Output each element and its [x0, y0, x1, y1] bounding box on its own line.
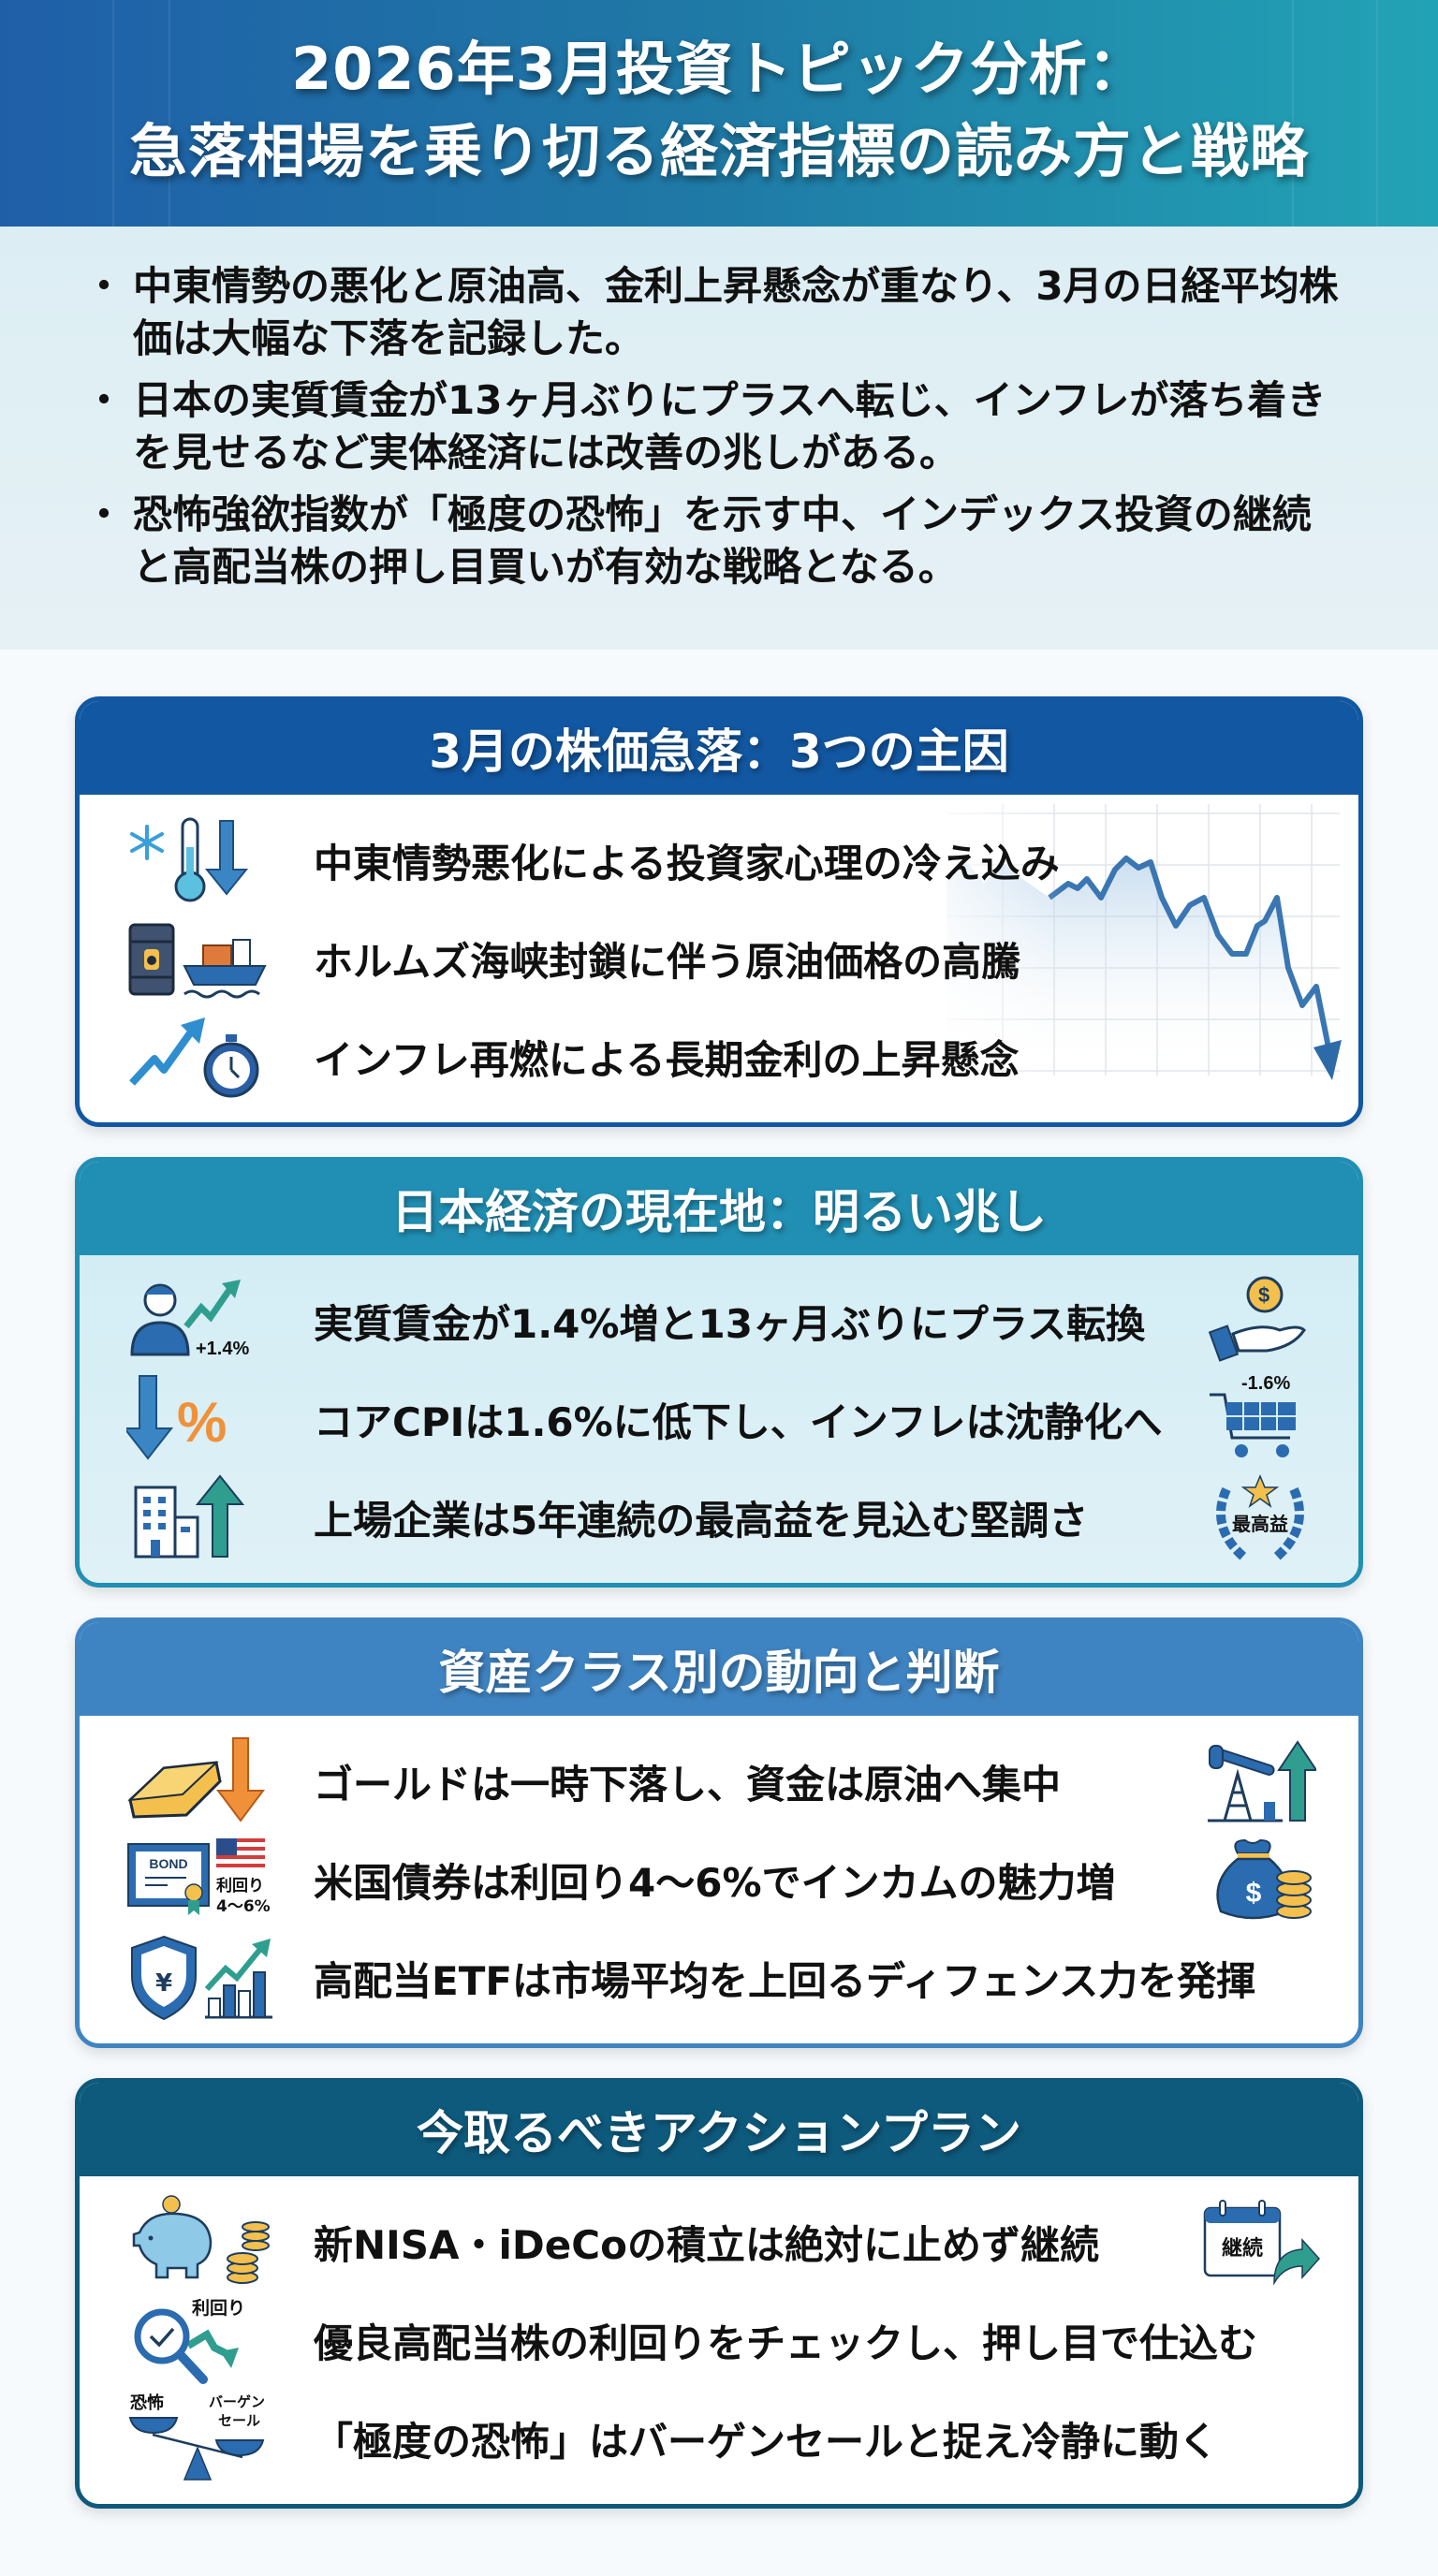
- section-title: 日本経済の現在地：明るい兆し: [391, 1185, 1047, 1239]
- svg-text:4～6%: 4～6%: [216, 1897, 271, 1916]
- worker-rising-arrow-icon: +1.4%: [126, 1274, 276, 1368]
- item-text: ゴールドは一時下落し、資金は原油へ集中: [314, 1761, 1062, 1808]
- fear-bargain-scale-icon: 恐怖 バーゲン セール: [126, 2392, 276, 2485]
- section-card-action-plan: 今取るべきアクションプラン 新NISA・iDeCoの積立は絶対に止めず継続 継続: [75, 2078, 1363, 2509]
- list-item: ¥ 高配当ETFは市場平均を上回るディフェンス力を発揮: [80, 1931, 1358, 2025]
- money-bag-coins-icon: $: [1199, 1833, 1321, 1926]
- item-text: 中東情勢悪化による投資家心理の冷え込み: [314, 840, 1060, 886]
- magnifier-check-yield-icon: 利回り: [126, 2293, 276, 2387]
- item-text: インフレ再燃による長期金利の上昇懸念: [314, 1036, 1020, 1083]
- item-text: 「極度の恐怖」はバーゲンセールと捉え冷静に動く: [314, 2418, 1219, 2465]
- svg-text:バーゲン: バーゲン: [209, 2393, 265, 2410]
- item-text: コアCPIは1.6%に低下し、インフレは沈静化へ: [314, 1398, 1163, 1445]
- section-title: 3月の株価急落：3つの主因: [429, 724, 1009, 779]
- section-header: 3月の株価急落：3つの主因: [80, 701, 1358, 795]
- list-item: インフレ再燃による長期金利の上昇懸念: [80, 1010, 1358, 1104]
- section-body: +1.4% 実質賃金が1.4%増と13ヶ月ぶりにプラス転換 $ %: [80, 1255, 1358, 1583]
- svg-text:BOND: BOND: [149, 1856, 187, 1871]
- item-text: 高配当ETFは市場平均を上回るディフェンス力を発揮: [314, 1957, 1256, 2004]
- list-item: 上場企業は5年連続の最高益を見込む堅調さ 最高益: [80, 1471, 1358, 1564]
- svg-text:利回り: 利回り: [216, 1876, 264, 1895]
- item-text: 優良高配当株の利回りをチェックし、押し目で仕込む: [314, 2320, 1258, 2366]
- section-body: 中東情勢悪化による投資家心理の冷え込み ホルムズ海峡封鎖に伴う原油価格の高騰: [80, 795, 1358, 1122]
- calendar-continue-icon: 継続: [1199, 2195, 1321, 2289]
- svg-text:最高益: 最高益: [1232, 1513, 1288, 1535]
- oil-barrel-tanker-icon: [126, 912, 276, 1005]
- oil-pump-up-arrow-icon: [1199, 1734, 1321, 1828]
- rising-arrow-stopwatch-icon: [126, 1010, 276, 1104]
- item-text: 米国債券は利回り4～6%でインカムの魅力増: [314, 1859, 1116, 1906]
- item-text: 実質賃金が1.4%増と13ヶ月ぶりにプラス転換: [314, 1300, 1146, 1347]
- title-line-1: 2026年3月投資トピック分析：: [291, 35, 1147, 103]
- falling-stock-chart-icon: [909, 795, 1349, 1104]
- section-header: 今取るべきアクションプラン: [80, 2083, 1358, 2176]
- section-title: 資産クラス別の動向と判断: [438, 1646, 1000, 1700]
- building-up-arrow-icon: [126, 1471, 276, 1564]
- summary-list: 中東情勢の悪化と原油高、金利上昇懸念が重なり、3月の日経平均株価は大幅な下落を記…: [84, 260, 1341, 603]
- list-item: 新NISA・iDeCoの積立は絶対に止めず継続 継続: [80, 2195, 1358, 2289]
- yen-shield-bar-chart-icon: ¥: [126, 1931, 276, 2025]
- title-banner: 2026年3月投資トピック分析： 急落相場を乗り切る経済指標の読み方と戦略: [0, 0, 1438, 227]
- page-title: 2026年3月投資トピック分析： 急落相場を乗り切る経済指標の読み方と戦略: [0, 28, 1438, 193]
- summary-bullet: 中東情勢の悪化と原油高、金利上昇懸念が重なり、3月の日経平均株価は大幅な下落を記…: [84, 260, 1341, 365]
- section-card-causes: 3月の株価急落：3つの主因: [75, 696, 1363, 1127]
- list-item: 利回り 優良高配当株の利回りをチェックし、押し目で仕込む: [80, 2293, 1358, 2387]
- svg-text:-1.6%: -1.6%: [1241, 1373, 1290, 1394]
- section-body: 新NISA・iDeCoの積立は絶対に止めず継続 継続 利回り: [80, 2176, 1358, 2504]
- item-text: 上場企業は5年連続の最高益を見込む堅調さ: [314, 1497, 1089, 1544]
- svg-text:+1.4%: +1.4%: [196, 1339, 249, 1359]
- hand-coin-icon: $: [1199, 1274, 1321, 1368]
- svg-text:セール: セール: [218, 2412, 260, 2429]
- section-title: 今取るべきアクションプラン: [417, 2106, 1021, 2160]
- list-item: 恐怖 バーゲン セール 「極度の恐怖」はバーゲンセールと捉え冷静に動く: [80, 2392, 1358, 2485]
- piggy-bank-coins-icon: [126, 2195, 276, 2289]
- section-body: ゴールドは一時下落し、資金は原油へ集中 BOND: [80, 1716, 1358, 2043]
- list-item: BOND 利回り 4～6% 米国債券は利回り4～6%でインカムの魅力増: [80, 1833, 1358, 1926]
- svg-text:恐怖: 恐怖: [130, 2393, 164, 2413]
- list-item: 中東情勢悪化による投資家心理の冷え込み: [80, 813, 1358, 907]
- bond-certificate-us-flag-icon: BOND 利回り 4～6%: [126, 1833, 276, 1926]
- list-item: ホルムズ海峡封鎖に伴う原油価格の高騰: [80, 912, 1358, 1005]
- summary-panel: 中東情勢の悪化と原油高、金利上昇懸念が重なり、3月の日経平均株価は大幅な下落を記…: [0, 227, 1438, 650]
- section-card-economy: 日本経済の現在地：明るい兆し +1.4% 実質賃金が1.4%増と13ヶ月ぶりにプ…: [75, 1157, 1363, 1588]
- section-header: 資産クラス別の動向と判断: [80, 1622, 1358, 1716]
- laurel-award-icon: 最高益: [1199, 1471, 1321, 1564]
- shopping-cart-icon: -1.6%: [1199, 1372, 1321, 1466]
- item-text: ホルムズ海峡封鎖に伴う原油価格の高騰: [314, 938, 1021, 985]
- section-card-assets: 資産クラス別の動向と判断 ゴールドは一時下落し、資金は原油へ集中: [75, 1617, 1363, 2048]
- svg-text:¥: ¥: [155, 1969, 172, 1998]
- gold-bar-down-arrow-icon: [126, 1734, 276, 1828]
- snowflake-thermometer-down-icon: [126, 813, 276, 907]
- svg-text:$: $: [1246, 1878, 1262, 1909]
- section-header: 日本経済の現在地：明るい兆し: [80, 1162, 1358, 1255]
- svg-text:利回り: 利回り: [192, 2298, 245, 2319]
- summary-bullet: 恐怖強欲指数が「極度の恐怖」を示す中、インデックス投資の継続と高配当株の押し目買…: [84, 489, 1341, 593]
- list-item: ゴールドは一時下落し、資金は原油へ集中: [80, 1734, 1358, 1828]
- list-item: +1.4% 実質賃金が1.4%増と13ヶ月ぶりにプラス転換 $: [80, 1274, 1358, 1368]
- down-arrow-percent-icon: %: [126, 1372, 276, 1466]
- list-item: % コアCPIは1.6%に低下し、インフレは沈静化へ -1.6%: [80, 1372, 1358, 1466]
- svg-text:$: $: [1258, 1283, 1269, 1307]
- svg-text:継続: 継続: [1222, 2236, 1263, 2261]
- summary-bullet: 日本の実質賃金が13ヶ月ぶりにプラスへ転じ、インフレが落ち着きを見せるなど実体経…: [84, 374, 1341, 479]
- svg-text:%: %: [177, 1391, 227, 1454]
- title-line-2: 急落相場を乗り切る経済指標の読み方と戦略: [128, 117, 1309, 185]
- item-text: 新NISA・iDeCoの積立は絶対に止めず継続: [314, 2221, 1099, 2268]
